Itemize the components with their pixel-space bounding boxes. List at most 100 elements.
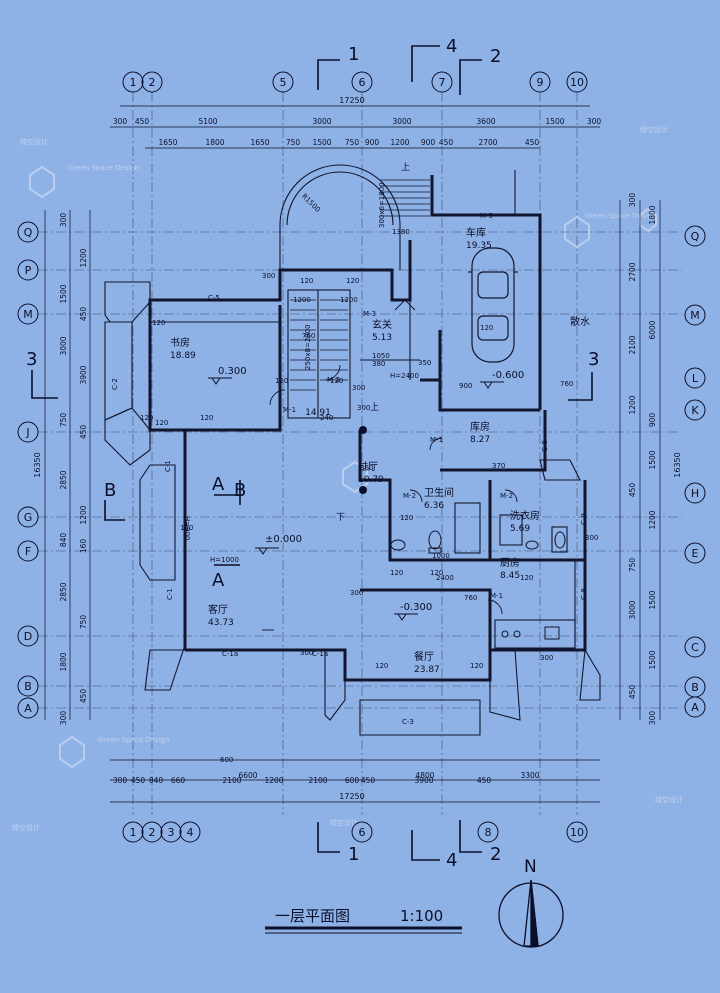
dim-text: 4800 <box>415 771 434 780</box>
door-window-label: M-3 <box>363 310 376 318</box>
dim-text: 300 <box>648 711 657 726</box>
door-window-label: M-2 <box>327 376 340 384</box>
section-2-top: 2 <box>490 46 501 67</box>
dim-text: 1500 <box>59 284 68 303</box>
axis-bubble-label: 10 <box>570 76 584 89</box>
axis-bubble: 7 <box>431 71 453 93</box>
dim-text: 300 <box>113 117 128 126</box>
dim-text: 900 <box>365 138 380 147</box>
dim-text: 900 <box>648 413 657 428</box>
axis-bubble-label: G <box>24 511 33 524</box>
axis-bubble-label: 3 <box>168 826 175 839</box>
north-arrow-icon <box>498 879 564 948</box>
watermark-logo-icon <box>564 215 590 249</box>
dim-text: 6000 <box>648 320 657 339</box>
watermark-text: Green Space Design <box>68 164 139 172</box>
axis-bubble: 1 <box>122 71 144 93</box>
misc-dim-label: 120 <box>480 324 493 332</box>
dim-text: 3000 <box>59 336 68 355</box>
level-study: 0.300 <box>218 366 247 377</box>
axis-bubble: J <box>17 421 39 443</box>
section-mark-labels: 1 4 2 1 4 2 3 3 A A B B <box>26 36 599 871</box>
room-area: 5.13 <box>372 333 392 343</box>
misc-dim-label: 360 <box>360 464 373 472</box>
watermark-text: 绿空设计 <box>640 125 668 134</box>
axis-bubble-label: Q <box>691 230 700 243</box>
door-window-label: M-1 <box>283 406 296 414</box>
room-area: 8.27 <box>470 435 490 445</box>
axis-bubble: 10 <box>566 71 588 93</box>
misc-dim-label: 350 <box>418 359 431 367</box>
room-area: 18.89 <box>170 351 196 361</box>
watermark-text-group: Green Space Design 绿空设计 Green Space Desi… <box>12 125 683 832</box>
dim-text: 660 <box>171 776 186 785</box>
axis-bubble: 1 <box>122 821 144 843</box>
drawing-scale: 1:100 <box>400 907 443 925</box>
dim-text: 900 <box>421 138 436 147</box>
dim-text: 6600 <box>238 771 257 780</box>
column-marker <box>359 486 367 494</box>
door-window-label: C-3 <box>402 718 414 726</box>
section-a-bottom: A <box>212 570 225 591</box>
dim-text: 750 <box>59 413 68 428</box>
stair-area-label: 14.91 <box>305 408 331 418</box>
axis-bubble: E <box>684 542 706 564</box>
dim-text: 1800 <box>59 652 68 671</box>
dim-text: 750 <box>286 138 301 147</box>
level-living: ±0.000 <box>265 534 302 545</box>
drawing-title-text: 一层平面图 <box>275 907 350 925</box>
room-area: 19.35 <box>466 241 492 251</box>
room-name: 餐厅 <box>414 650 434 663</box>
dim-text: 1650 <box>158 138 177 147</box>
misc-dim-label: 120 <box>430 569 443 577</box>
axis-bubble-label: 2 <box>149 826 156 839</box>
axis-bubble-label: 6 <box>359 826 366 839</box>
misc-dim-label: 1200 <box>293 296 311 304</box>
dim-text: 1200 <box>79 248 88 267</box>
axis-bubble: Q <box>684 225 706 247</box>
misc-dim-label: 300 <box>262 272 275 280</box>
door-window-label: M-2 <box>500 492 513 500</box>
axis-bubble: 8 <box>477 821 499 843</box>
axis-bubble: H <box>684 482 706 504</box>
axis-bubble-label: E <box>692 547 699 560</box>
axis-bubble-label: B <box>24 680 32 693</box>
axis-bubble-label: Q <box>24 226 33 239</box>
drawing-title: 一层平面图 1:100 <box>275 907 443 925</box>
columns <box>359 426 367 494</box>
misc-dim-label: 300 <box>357 404 370 412</box>
door-swings <box>262 299 518 631</box>
dim-text: 1650 <box>250 138 269 147</box>
dim-text: 3000 <box>312 117 331 126</box>
label-h2400: H=2400 <box>390 372 419 380</box>
axis-bubble-label: C <box>691 641 699 654</box>
misc-dim-label: 760 <box>302 332 315 340</box>
misc-dim-label: 2400 <box>436 574 454 582</box>
thin-lines <box>104 164 601 736</box>
watermark-logo-icon <box>29 165 55 199</box>
room-area: 43.73 <box>208 618 234 628</box>
dim-text: 1200 <box>390 138 409 147</box>
section-2-bottom: 2 <box>490 844 501 865</box>
misc-dim-label: 120 <box>155 419 168 427</box>
axis-bubble-label: A <box>24 702 32 715</box>
dim-text: 3900 <box>79 365 88 384</box>
axis-bubble: P <box>17 259 39 281</box>
axis-bubble-label: 5 <box>280 76 287 89</box>
dim-text: 450 <box>79 689 88 704</box>
axis-bubble-label: M <box>690 309 700 322</box>
watermark-logo-icon <box>59 735 85 769</box>
label-drain: 散水 <box>570 315 590 328</box>
axis-bubble-label: 1 <box>130 76 137 89</box>
dim-text: 750 <box>628 558 637 573</box>
misc-dim-label: 300 <box>300 649 313 657</box>
dim-text: 1200 <box>628 395 637 414</box>
misc-dim-label: 1380 <box>392 228 410 236</box>
misc-dim-label: 900 <box>459 382 472 390</box>
misc-dim-label: 120 <box>275 377 288 385</box>
misc-dim-label: 1050 <box>372 352 390 360</box>
room-area: 23.87 <box>414 665 440 675</box>
